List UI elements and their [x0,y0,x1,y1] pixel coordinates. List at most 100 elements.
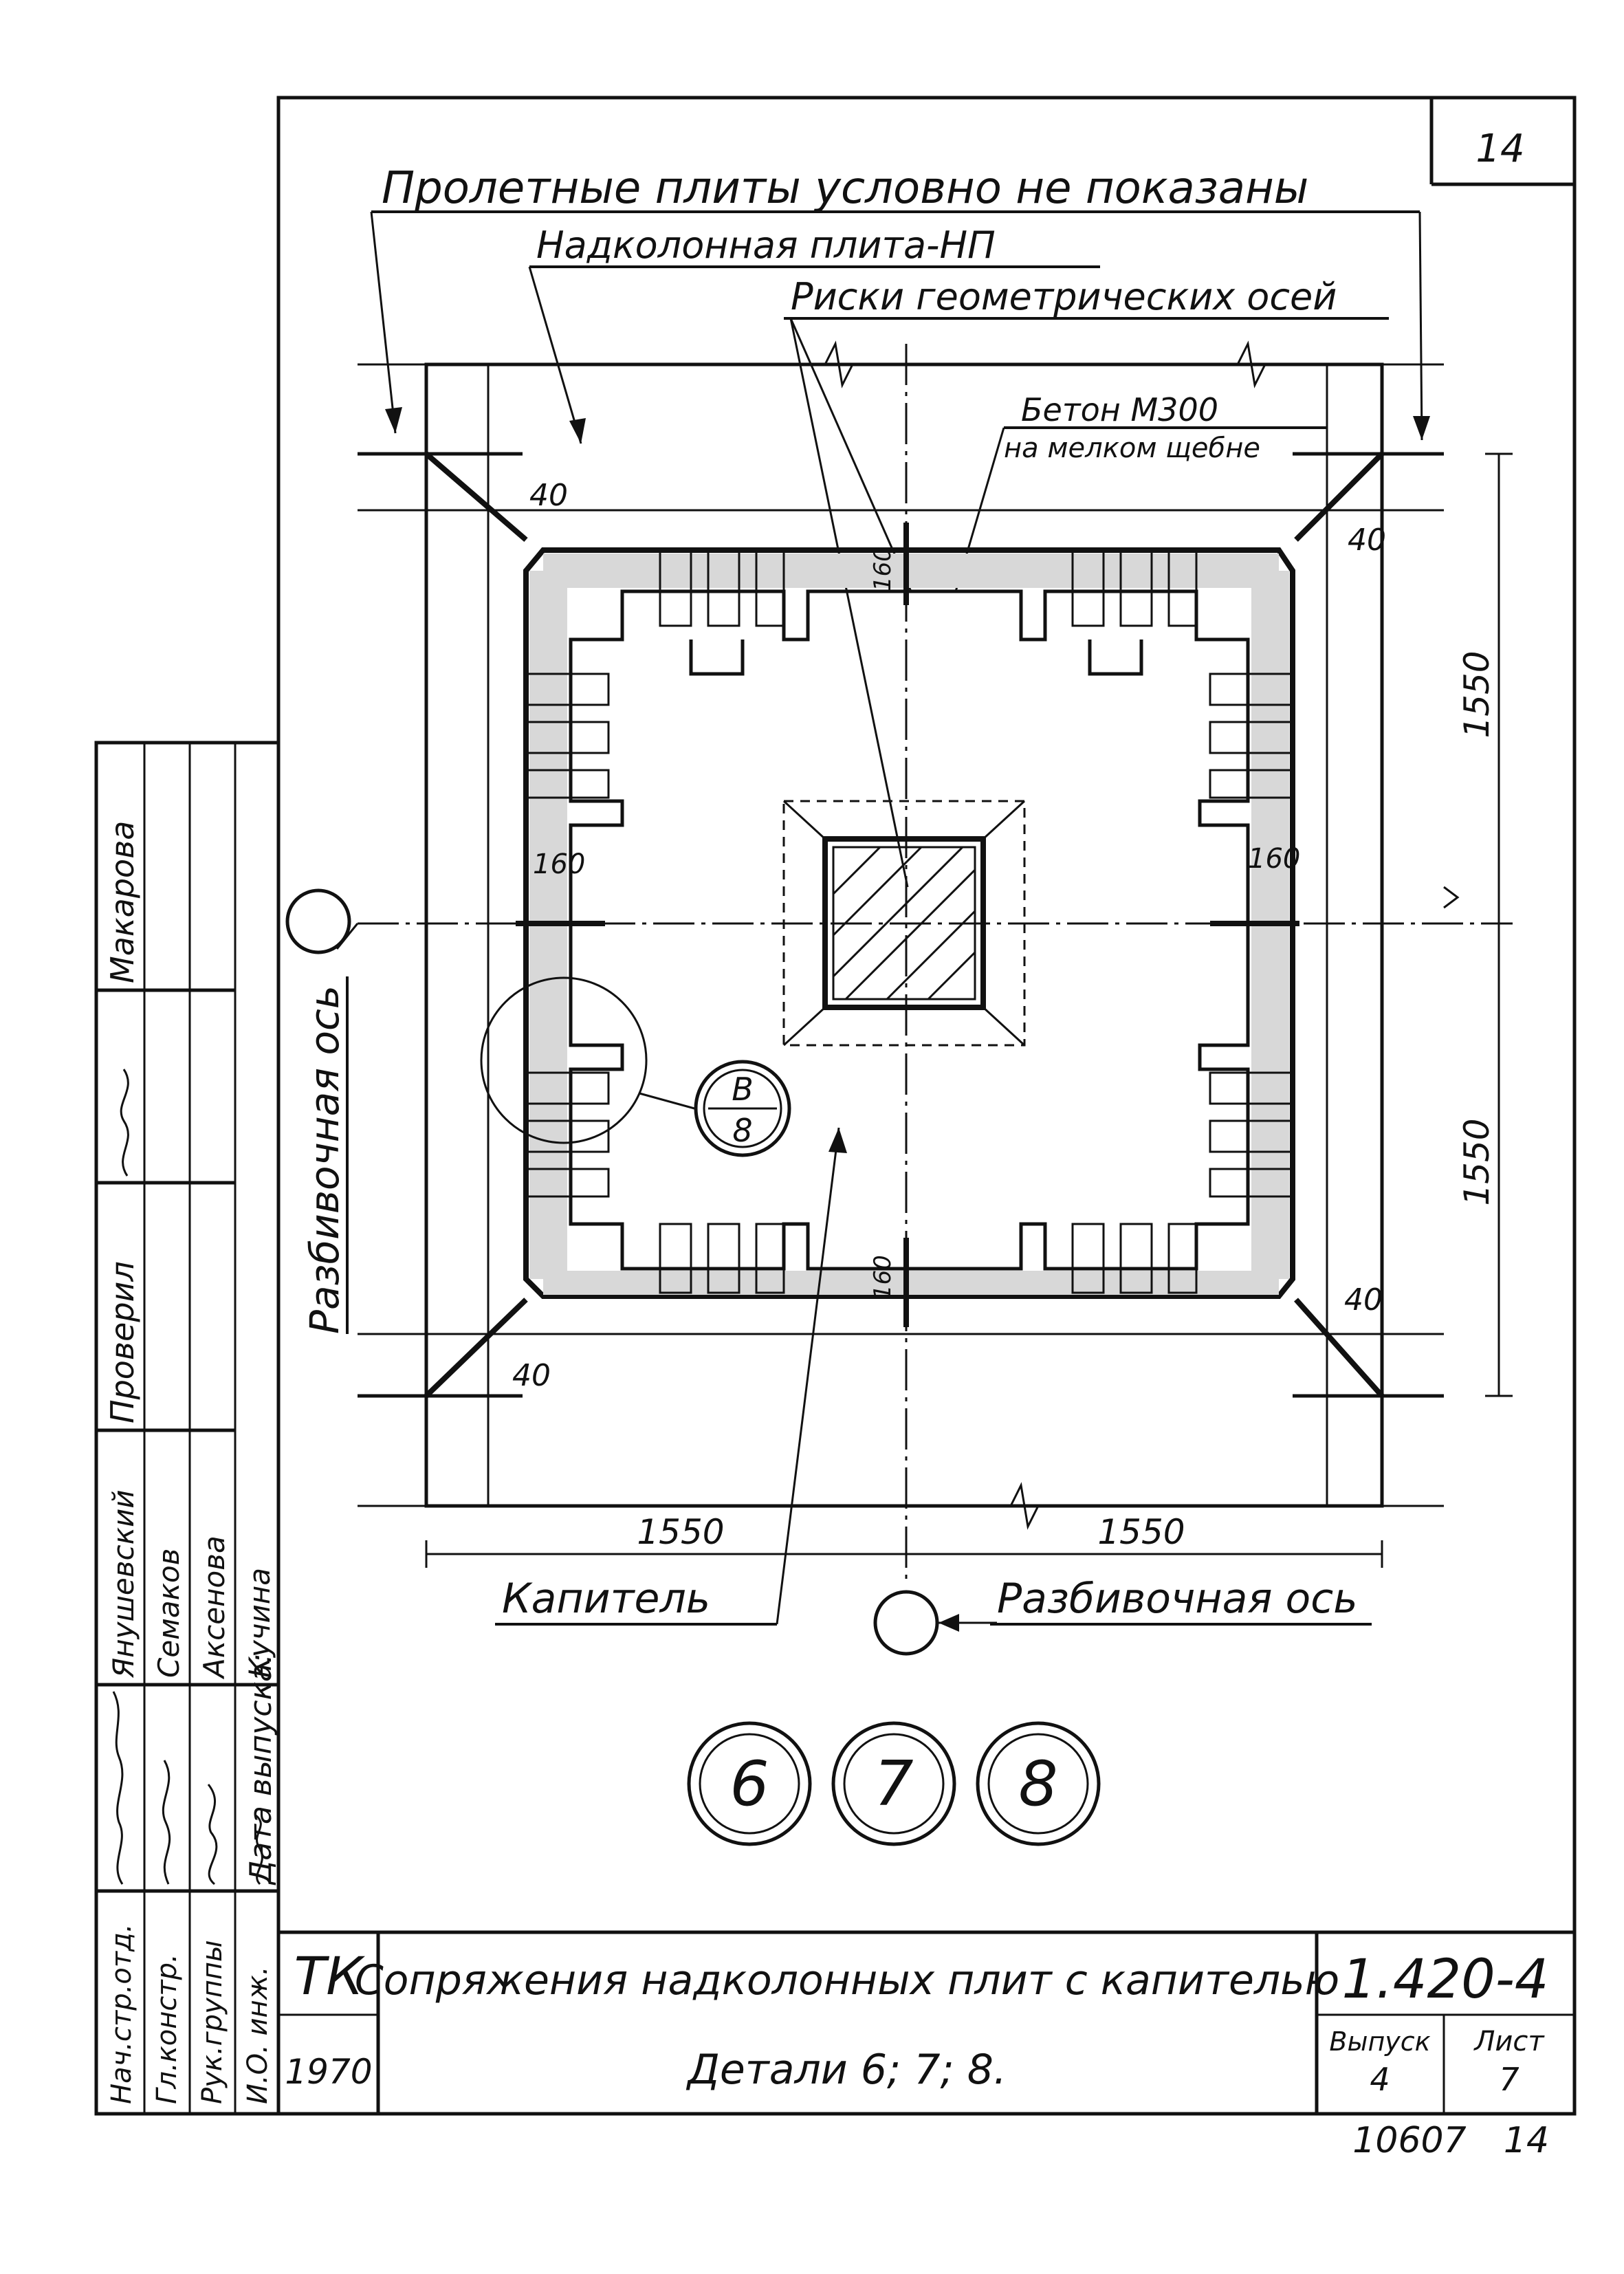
leader-span-right [1418,211,1423,441]
leader-span-left [370,211,397,434]
signature-4 [254,1814,263,1885]
pocket [525,721,610,754]
dim-bottom-left: 1550 [637,1512,724,1552]
pocket [1119,549,1153,627]
hatch [832,846,964,978]
corner-top-left [424,451,528,543]
dim-joint-top: 160 [869,547,897,591]
corner-bottom-right [1294,1298,1384,1398]
label-concrete-2: на мелком щебне [1004,433,1260,464]
pocket [1209,721,1294,754]
concrete-band-outer [523,547,1295,1299]
archive-number: 10607 [1352,2120,1466,2161]
stamp-name-3: Аксенова [197,1535,231,1680]
pocket [1209,1119,1294,1153]
corner-bottom-left [424,1298,528,1398]
detail-7-outer [831,1721,956,1846]
axis-bubble-left [285,888,351,954]
capital-opening [689,639,1143,676]
callout-bottom: 8 [732,1112,752,1149]
label-concrete-1: Бетон М300 [1021,391,1218,428]
issue-label: Выпуск [1329,2026,1430,2057]
detail-7-label: 7 [874,1748,913,1820]
column-hatch [832,846,976,1001]
stamp-role-3: Рук.группы [197,1940,228,2104]
dim-joint-right: 160 [1248,843,1300,875]
dim-right-upper: 1550 [1457,651,1497,738]
arrowhead-axis-bottom [939,1614,959,1632]
pocket [755,549,785,627]
issue-value: 4 [1370,2061,1390,2098]
arrowhead-span-left [385,407,402,433]
stamp-checked-label: Проверил [104,1261,141,1423]
pocket [659,1223,692,1294]
column-chamfer-lines [782,800,1026,1047]
dim-joint-bottom: 160 [869,1255,897,1300]
pocket [1209,1071,1294,1105]
detail-8-outer [976,1721,1101,1846]
stamp-roles: Нач.стр.отд. Гл.констр. Рук.группы И.О. … [106,1653,278,2104]
sheet-label: Лист [1473,2026,1545,2057]
hatch [927,951,976,1001]
stamp-name-4: Кучина [243,1568,276,1678]
hatch [886,910,976,1001]
detail-leader [639,1092,695,1110]
checked-signature [120,1069,129,1177]
label-layout-axis-left: Разбивочная ось [301,985,348,1334]
dim-bottom-right: 1550 [1097,1512,1185,1552]
pocket [525,673,610,706]
pocket [1167,549,1198,627]
detail-6-inner [699,1733,800,1835]
pocket [525,1168,610,1198]
dim-gap-bottom-right: 40 [1344,1282,1383,1318]
concrete-band-inner [569,589,1250,1271]
dim-joint-left: 160 [533,849,585,880]
sheet-number: 14 [1475,127,1524,171]
concrete-fill-bottom [543,1271,1279,1295]
callout-bubble-outer [694,1060,791,1157]
stamp-frame [94,741,281,2116]
hatch [832,846,881,895]
pocket [1209,769,1294,799]
pocket [707,1223,740,1294]
break-line-right [1443,886,1460,909]
label-capital: Капитель [502,1575,710,1623]
pocket [1167,1223,1198,1294]
pocket [1119,1223,1153,1294]
signature-3 [207,1784,218,1885]
callout-bubble-inner [703,1069,782,1148]
plan-drawing: В 8 [358,340,1499,1582]
concrete-fill-top [543,554,1279,588]
dim-gap-top-right: 40 [1348,523,1386,558]
stamp-names: Янушевский Семаков Аксенова Кучина Прове… [104,821,276,1681]
stamp-role-1: Нач.стр.отд. [106,1924,138,2104]
leader-axis-mark-2 [789,318,909,888]
detail-6-outer [687,1721,812,1846]
pocket [525,769,610,799]
signature-1 [112,1691,124,1885]
stamp-checked-name: Макарова [104,821,141,984]
pocket [755,1223,785,1294]
stamp-release-date-label: Дата выпуска: [243,1653,278,1885]
detail-8-inner [987,1733,1089,1835]
arrowhead-column-plate [569,418,586,444]
pocket [1209,673,1294,706]
detail-7-inner [843,1733,945,1835]
hatch [832,846,923,937]
pocket [525,1119,610,1153]
drawing-title-line1: Сопряжения надколонных плит с капителью [355,1956,1339,2004]
sheet-value: 7 [1499,2061,1519,2098]
label-layout-axis-bottom: Разбивочная ось [997,1575,1358,1623]
pocket [525,1071,610,1105]
series-code: 1.420-4 [1341,1949,1548,2011]
pocket [1209,1168,1294,1198]
dim-right-lower: 1550 [1457,1118,1497,1205]
axis-bubble-bottom [873,1590,939,1656]
dimensions: 1550 1550 1550 1550 40 40 40 40 160 160 … [425,452,1513,1568]
stamp-name-1: Янушевский [107,1489,140,1679]
sheet-frame [276,96,1577,2116]
pocket [707,549,740,627]
stamp-signatures [112,1691,263,1885]
arrowhead-capital [829,1128,847,1153]
